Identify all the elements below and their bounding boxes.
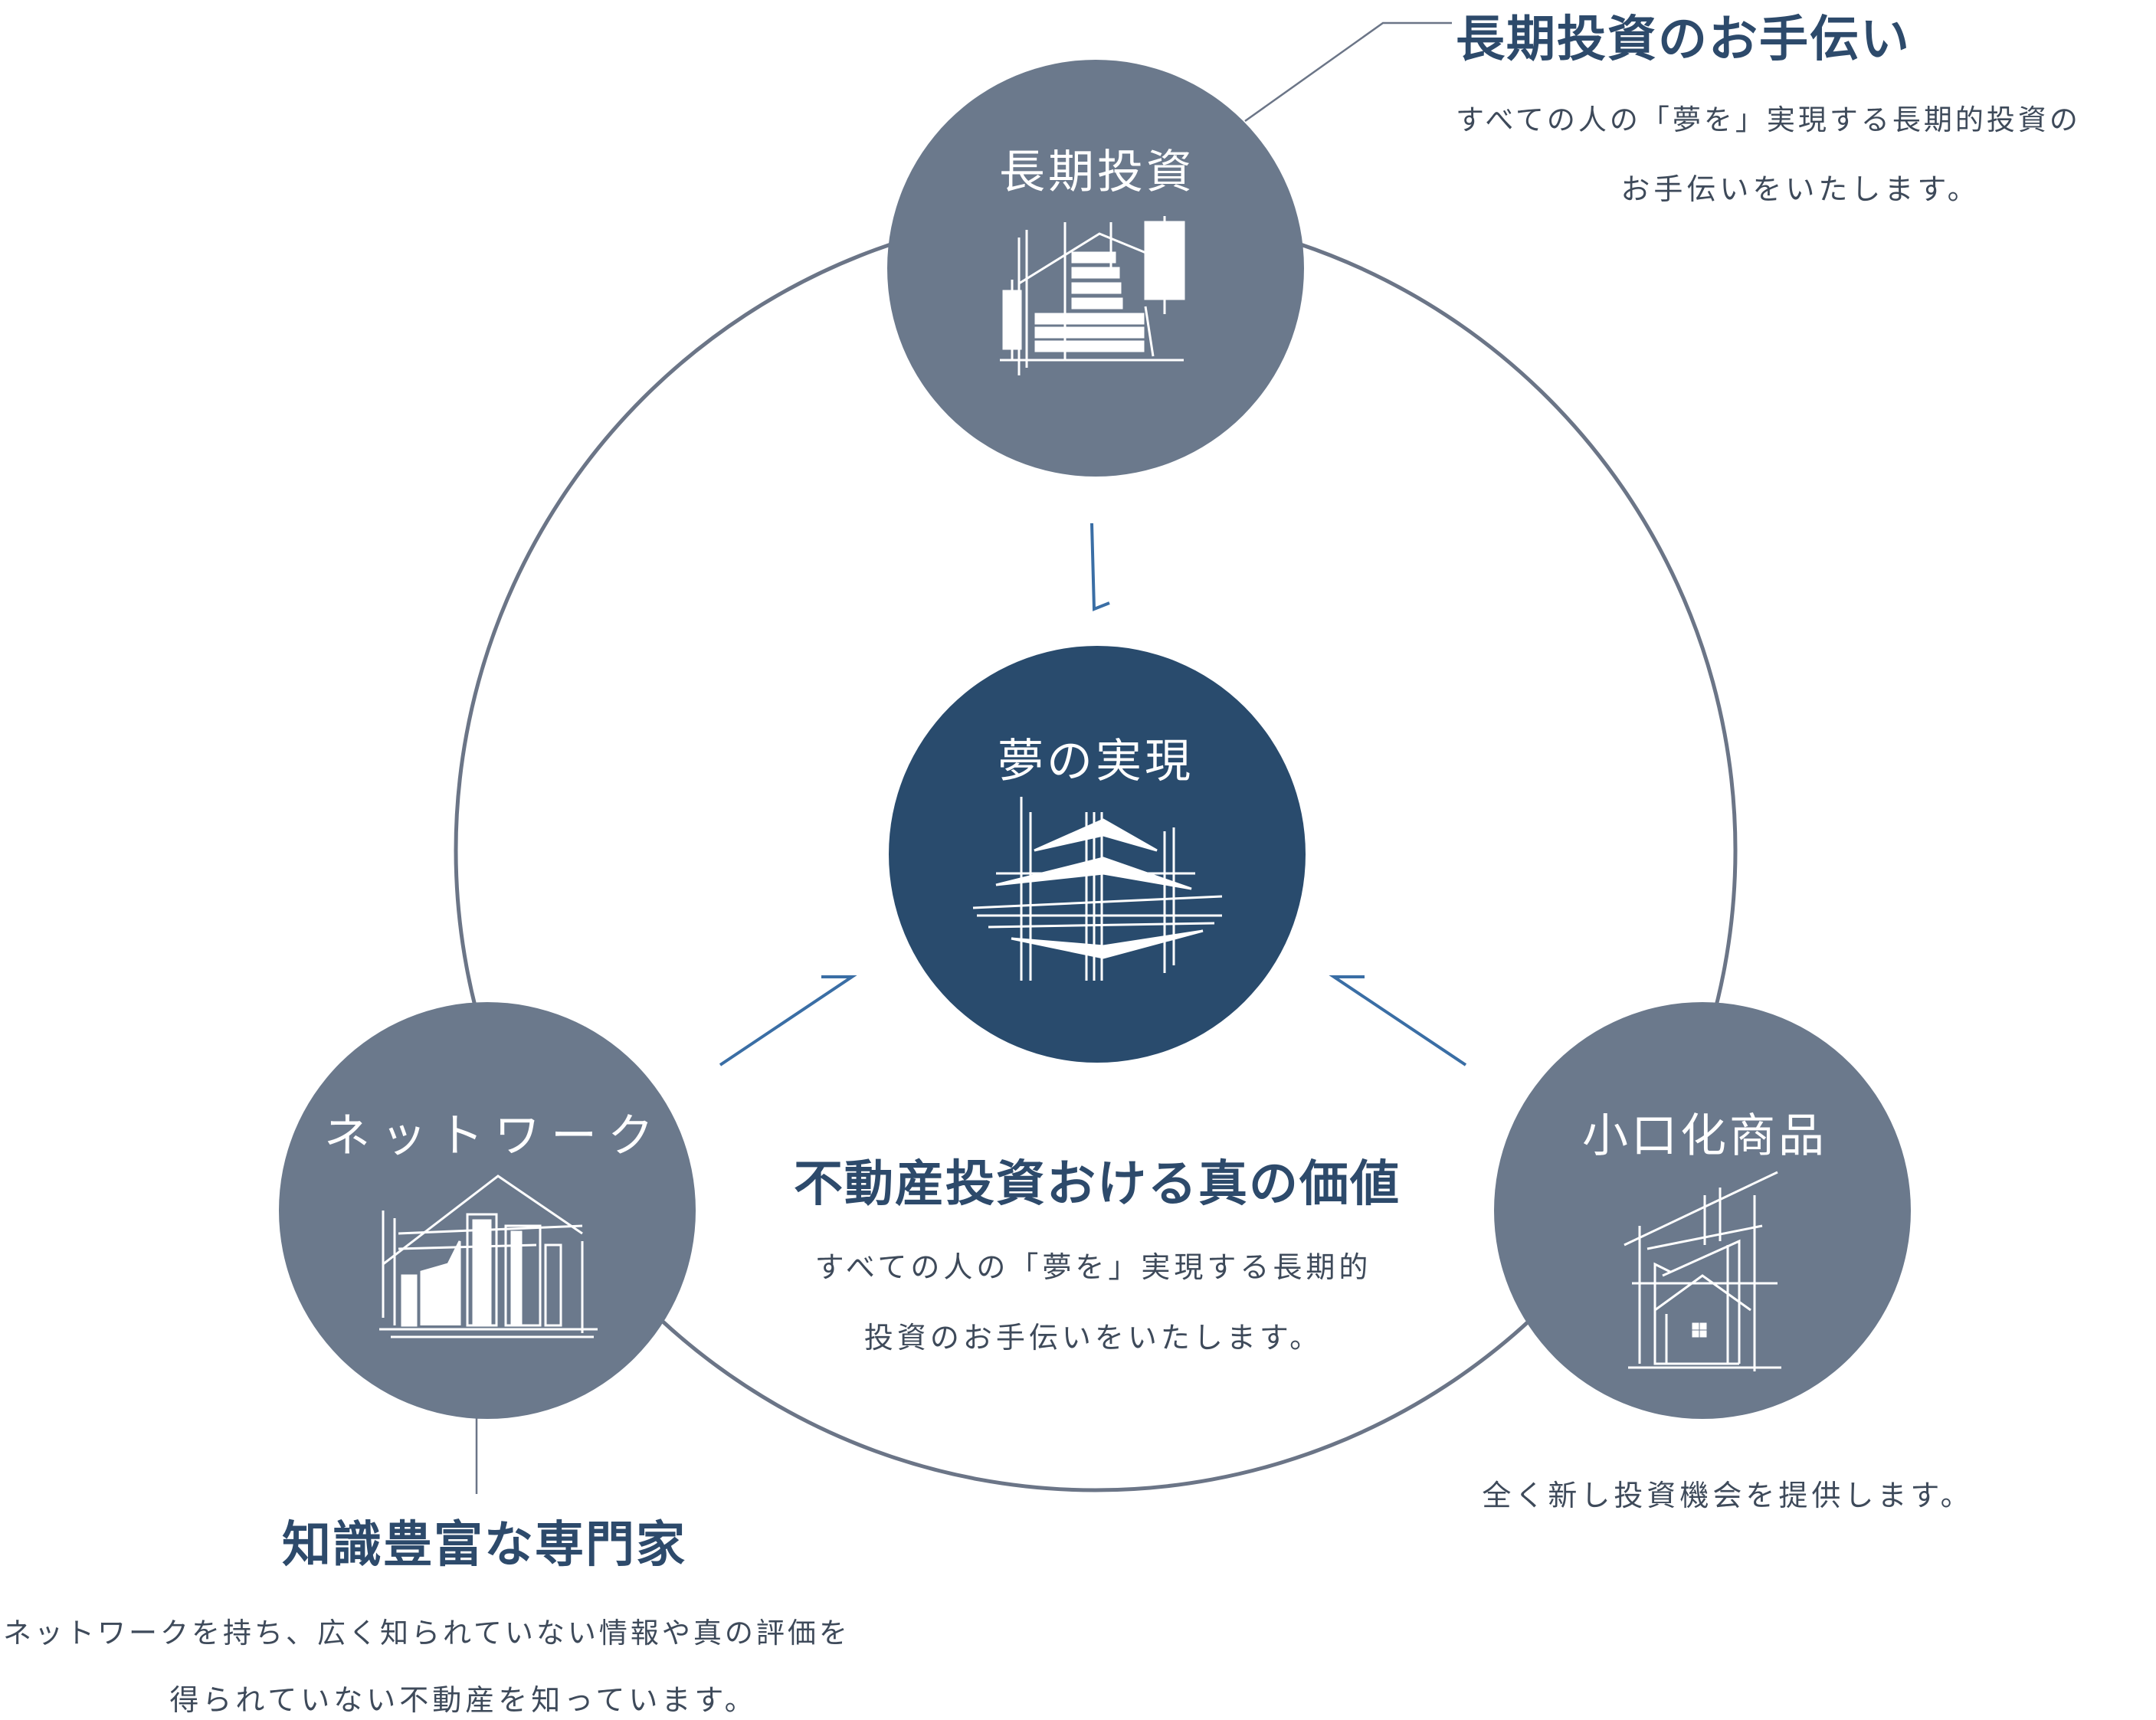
top-callout-line-2: お手伝いをいたします。	[1620, 172, 1981, 206]
top-callout-title: 長期投資のお手伝い	[1456, 11, 1911, 68]
house-apartment-icon	[1624, 1171, 1781, 1371]
left-callout-line-2: 得られていない不動産を知っています。	[169, 1683, 758, 1717]
arrow-top-to-center	[1090, 523, 1110, 611]
center-callout-line-2: 投資のお手伝いをいたします。	[863, 1321, 1323, 1355]
left-node-title: ネットワーク	[324, 1109, 664, 1163]
right-node-circle	[1494, 1002, 1911, 1419]
center-node-circle	[889, 646, 1306, 1063]
top-callout-line-1: すべての人の「夢を」実現する長期的投資の	[1456, 103, 2081, 136]
top-node-title: 長期投資	[999, 146, 1195, 199]
modern-building-icon	[972, 797, 1223, 981]
left-callout-title: 知識豊富な専門家	[282, 1516, 686, 1574]
left-callout-line-1: ネットワークを持ち、広く知られていない情報や真の評価を	[3, 1617, 850, 1650]
arrow-left-to-center	[719, 975, 857, 1066]
center-callout-title: 不動産投資おける真の価値	[794, 1155, 1401, 1213]
right-node-title: 小口化商品	[1582, 1109, 1827, 1163]
top-callout-leader-line	[1244, 21, 1452, 123]
center-callout-line-1: すべての人の「夢を」実現する長期的	[814, 1250, 1372, 1284]
left-node-circle	[279, 1002, 696, 1419]
arrow-right-to-center	[1329, 975, 1467, 1066]
right-callout-line-1: 全く新し投資機会を提供します。	[1482, 1479, 1974, 1512]
center-node-title: 夢の実現	[998, 735, 1194, 788]
building-candlestick-icon	[1000, 216, 1185, 375]
city-buildings-icon	[379, 1175, 598, 1338]
